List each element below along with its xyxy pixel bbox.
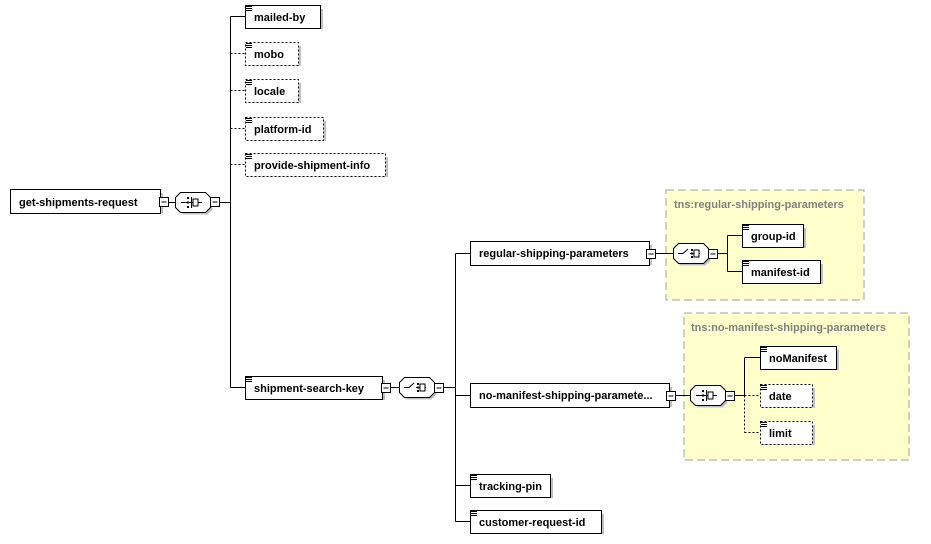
choice-compositor-icon bbox=[399, 377, 437, 400]
element-label: tracking-pin bbox=[479, 481, 542, 493]
element-doc-icon bbox=[761, 385, 767, 390]
element-group-id[interactable]: group-id bbox=[742, 224, 807, 249]
element-doc-icon bbox=[246, 6, 252, 11]
element-mailed-by[interactable]: mailed-by bbox=[245, 5, 324, 30]
element-manifest-id[interactable]: manifest-id bbox=[742, 260, 824, 285]
element-doc-icon bbox=[246, 43, 252, 48]
collapse-toggle-root[interactable] bbox=[159, 197, 169, 207]
element-label: mobo bbox=[254, 49, 284, 61]
element-label: no-manifest-shipping-paramete... bbox=[479, 390, 653, 402]
element-doc-icon bbox=[761, 347, 767, 352]
element-tracking-pin[interactable]: tracking-pin bbox=[470, 474, 554, 499]
element-noManifest[interactable]: noManifest bbox=[760, 346, 840, 371]
element-mobo[interactable]: mobo bbox=[245, 42, 302, 67]
element-doc-icon bbox=[246, 377, 252, 382]
collapse-toggle-no-manifest-sequence[interactable] bbox=[725, 391, 735, 401]
element-label: limit bbox=[769, 428, 792, 440]
element-no-manifest-shipping-parameters[interactable]: no-manifest-shipping-paramete... bbox=[470, 383, 673, 408]
element-date[interactable]: date bbox=[760, 384, 816, 409]
element-customer-request-id[interactable]: customer-request-id bbox=[470, 510, 605, 535]
element-doc-icon bbox=[246, 80, 252, 85]
optional-connector-lines bbox=[230, 53, 760, 433]
collapse-toggle-regular-sequence[interactable] bbox=[708, 249, 718, 259]
sequence-compositor-icon bbox=[175, 192, 213, 215]
element-label: date bbox=[769, 391, 792, 403]
collapse-toggle-regular-shipping-parameters[interactable] bbox=[646, 249, 656, 259]
element-get-shipments-request[interactable]: get-shipments-request bbox=[10, 189, 164, 214]
sequence-compositor-icon bbox=[673, 243, 711, 266]
element-regular-shipping-parameters[interactable]: regular-shipping-parameters bbox=[470, 241, 653, 266]
element-label: noManifest bbox=[769, 353, 827, 365]
element-label: regular-shipping-parameters bbox=[479, 248, 629, 260]
element-label: group-id bbox=[751, 231, 796, 243]
element-label: platform-id bbox=[254, 124, 311, 136]
element-label: customer-request-id bbox=[479, 517, 585, 529]
element-doc-icon bbox=[246, 154, 252, 159]
collapse-toggle-sequence[interactable] bbox=[210, 197, 220, 207]
element-doc-icon bbox=[743, 225, 749, 230]
no-manifest-shipping-parameters-type-title: tns:no-manifest-shipping-parameters bbox=[691, 322, 886, 334]
sequence-compositor-icon bbox=[690, 385, 728, 408]
element-locale[interactable]: locale bbox=[245, 79, 302, 104]
element-doc-icon bbox=[471, 475, 477, 480]
element-label: locale bbox=[254, 86, 285, 98]
element-doc-icon bbox=[471, 511, 477, 516]
element-doc-icon bbox=[246, 118, 252, 123]
element-platform-id[interactable]: platform-id bbox=[245, 117, 327, 142]
element-label: shipment-search-key bbox=[254, 383, 365, 395]
element-label: mailed-by bbox=[254, 12, 306, 24]
regular-shipping-parameters-type-title: tns:regular-shipping-parameters bbox=[674, 199, 844, 211]
element-label: get-shipments-request bbox=[19, 197, 138, 209]
element-doc-icon bbox=[761, 422, 767, 427]
element-doc-icon bbox=[743, 261, 749, 266]
element-label: provide-shipment-info bbox=[254, 160, 370, 172]
element-provide-shipment-info[interactable]: provide-shipment-info bbox=[245, 153, 389, 178]
collapse-toggle-no-manifest-shipping-parameters[interactable] bbox=[666, 391, 676, 401]
collapse-toggle-choice[interactable] bbox=[434, 383, 444, 393]
element-shipment-search-key[interactable]: shipment-search-key bbox=[245, 376, 386, 401]
element-limit[interactable]: limit bbox=[760, 421, 816, 446]
element-label: manifest-id bbox=[751, 267, 810, 279]
collapse-toggle-shipment-search-key[interactable] bbox=[381, 383, 391, 393]
